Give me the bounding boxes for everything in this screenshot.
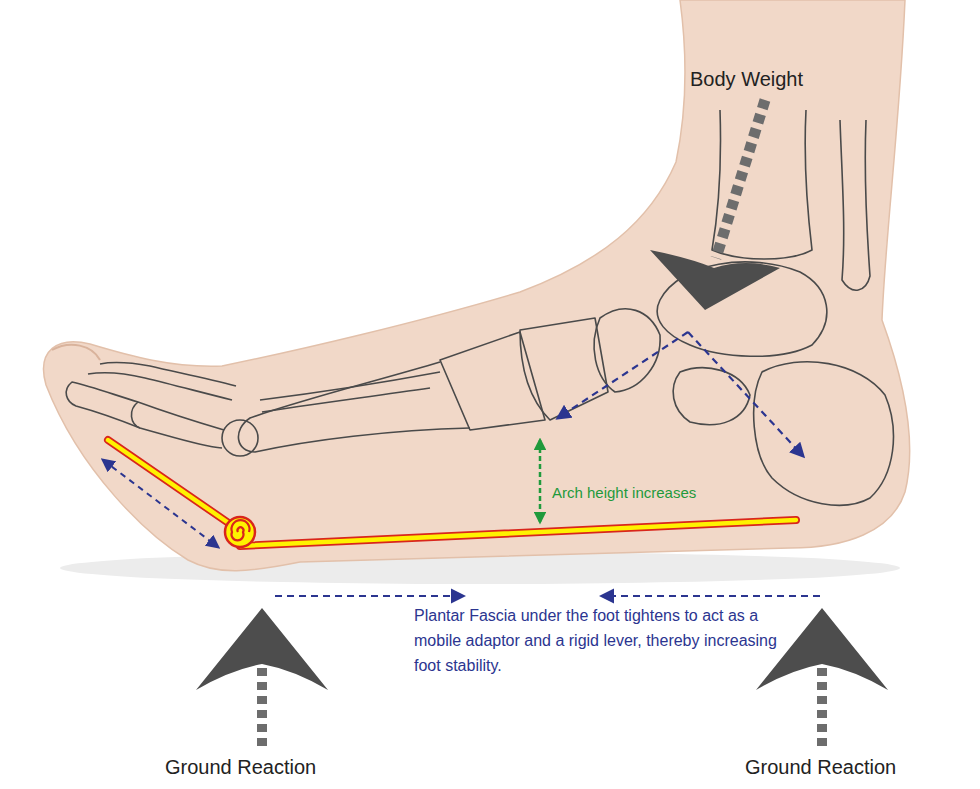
- phalanx: [131, 402, 224, 448]
- cuboid: [673, 368, 750, 425]
- fibula: [840, 120, 870, 290]
- force-arrow: [688, 332, 803, 456]
- windlass-arrow: [103, 460, 218, 547]
- tension-arrow: [275, 595, 463, 597]
- lesser-phalanges: [88, 373, 232, 400]
- fascia-note: Plantar Fascia under the foot tightens t…: [414, 603, 799, 678]
- arch-label: Arch height increases: [552, 484, 696, 501]
- toenail: [52, 345, 100, 360]
- cuneiform: [440, 332, 545, 430]
- foot-bones: [66, 110, 893, 505]
- calcaneus: [754, 362, 894, 506]
- metatarsal-head: [222, 420, 258, 456]
- navicular: [594, 309, 660, 392]
- ground-reaction-shaft: [817, 668, 827, 752]
- lesser-phalanges: [100, 363, 236, 386]
- cuneiform: [520, 318, 608, 420]
- tension-arrow: [602, 595, 820, 597]
- plantar-fascia: [108, 440, 796, 547]
- ground-reaction-arrowhead: [196, 608, 328, 690]
- force-label: Body Weight: [690, 68, 803, 91]
- force-arrow: [558, 332, 688, 418]
- metatarsal: [260, 372, 440, 400]
- body-weight-arrowhead: [650, 250, 780, 310]
- metatarsal: [262, 388, 430, 412]
- body-weight-shaft: [716, 100, 765, 258]
- force-label: Ground Reaction: [165, 756, 316, 779]
- ground-reaction-shaft: [257, 668, 267, 752]
- metatarsal: [238, 362, 470, 452]
- foot-silhouette: [44, 0, 910, 571]
- arch-height-arrow: [539, 440, 542, 522]
- phalanx: [66, 382, 140, 428]
- force-label: Ground Reaction: [745, 756, 896, 779]
